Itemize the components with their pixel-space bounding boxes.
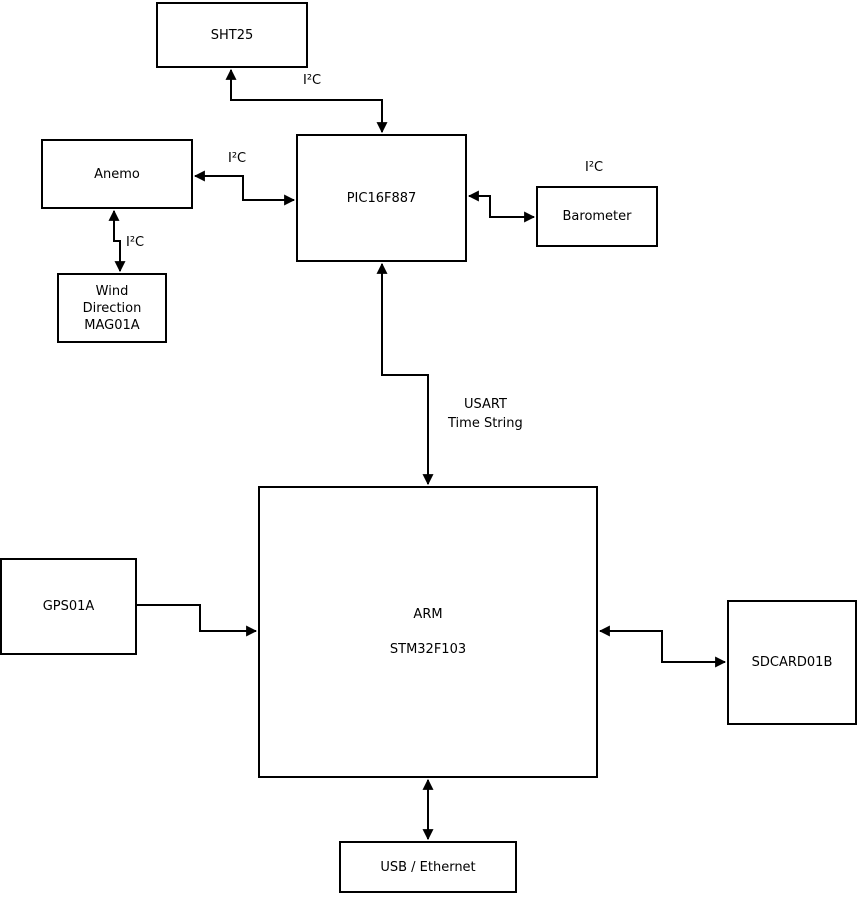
edge-label-usart: USART xyxy=(464,397,507,412)
node-arm-stm32f103: ARM STM32F103 xyxy=(258,486,598,778)
node-pic16f887-label: PIC16F887 xyxy=(346,190,417,206)
node-anemo-label: Anemo xyxy=(94,166,140,182)
edge-label-i2c-sht25: I²C xyxy=(303,73,322,88)
node-wind-direction-label-line2: Direction xyxy=(82,300,142,316)
node-arm-label-line1: ARM xyxy=(413,607,443,622)
edge-label-i2c-wind: I²C xyxy=(126,235,145,250)
node-sht25-label: SHT25 xyxy=(210,27,254,43)
edge-label-i2c-anemo: I²C xyxy=(228,151,247,166)
edge-label-time-string: Time String xyxy=(448,416,523,431)
edge-anemo-pic xyxy=(193,170,296,206)
node-pic16f887: PIC16F887 xyxy=(296,134,467,262)
node-wind-direction-label-line1: Wind xyxy=(95,283,129,299)
node-sdcard01b-label: SDCARD01B xyxy=(751,655,833,670)
edge-gps-arm xyxy=(137,604,258,637)
node-barometer-label: Barometer xyxy=(562,209,632,224)
edge-pic-barometer xyxy=(467,190,536,223)
node-anemo: Anemo xyxy=(41,139,193,209)
node-wind-direction-label-line3: MAG01A xyxy=(84,317,140,333)
node-gps01a: GPS01A xyxy=(0,558,137,655)
node-sdcard01b: SDCARD01B xyxy=(727,600,857,725)
edge-label-i2c-barometer: I²C xyxy=(585,160,604,175)
node-usb-ethernet-label: USB / Ethernet xyxy=(380,859,476,875)
edge-anemo-wind xyxy=(108,209,126,273)
node-wind-direction: Wind Direction MAG01A xyxy=(57,273,167,343)
node-gps01a-label: GPS01A xyxy=(42,599,95,614)
node-arm-label-line2: STM32F103 xyxy=(389,642,467,657)
node-sht25: SHT25 xyxy=(156,2,308,68)
edge-arm-sdcard xyxy=(598,625,727,668)
edge-pic-arm xyxy=(376,262,434,486)
node-usb-ethernet: USB / Ethernet xyxy=(339,841,517,893)
node-barometer: Barometer xyxy=(536,186,658,247)
